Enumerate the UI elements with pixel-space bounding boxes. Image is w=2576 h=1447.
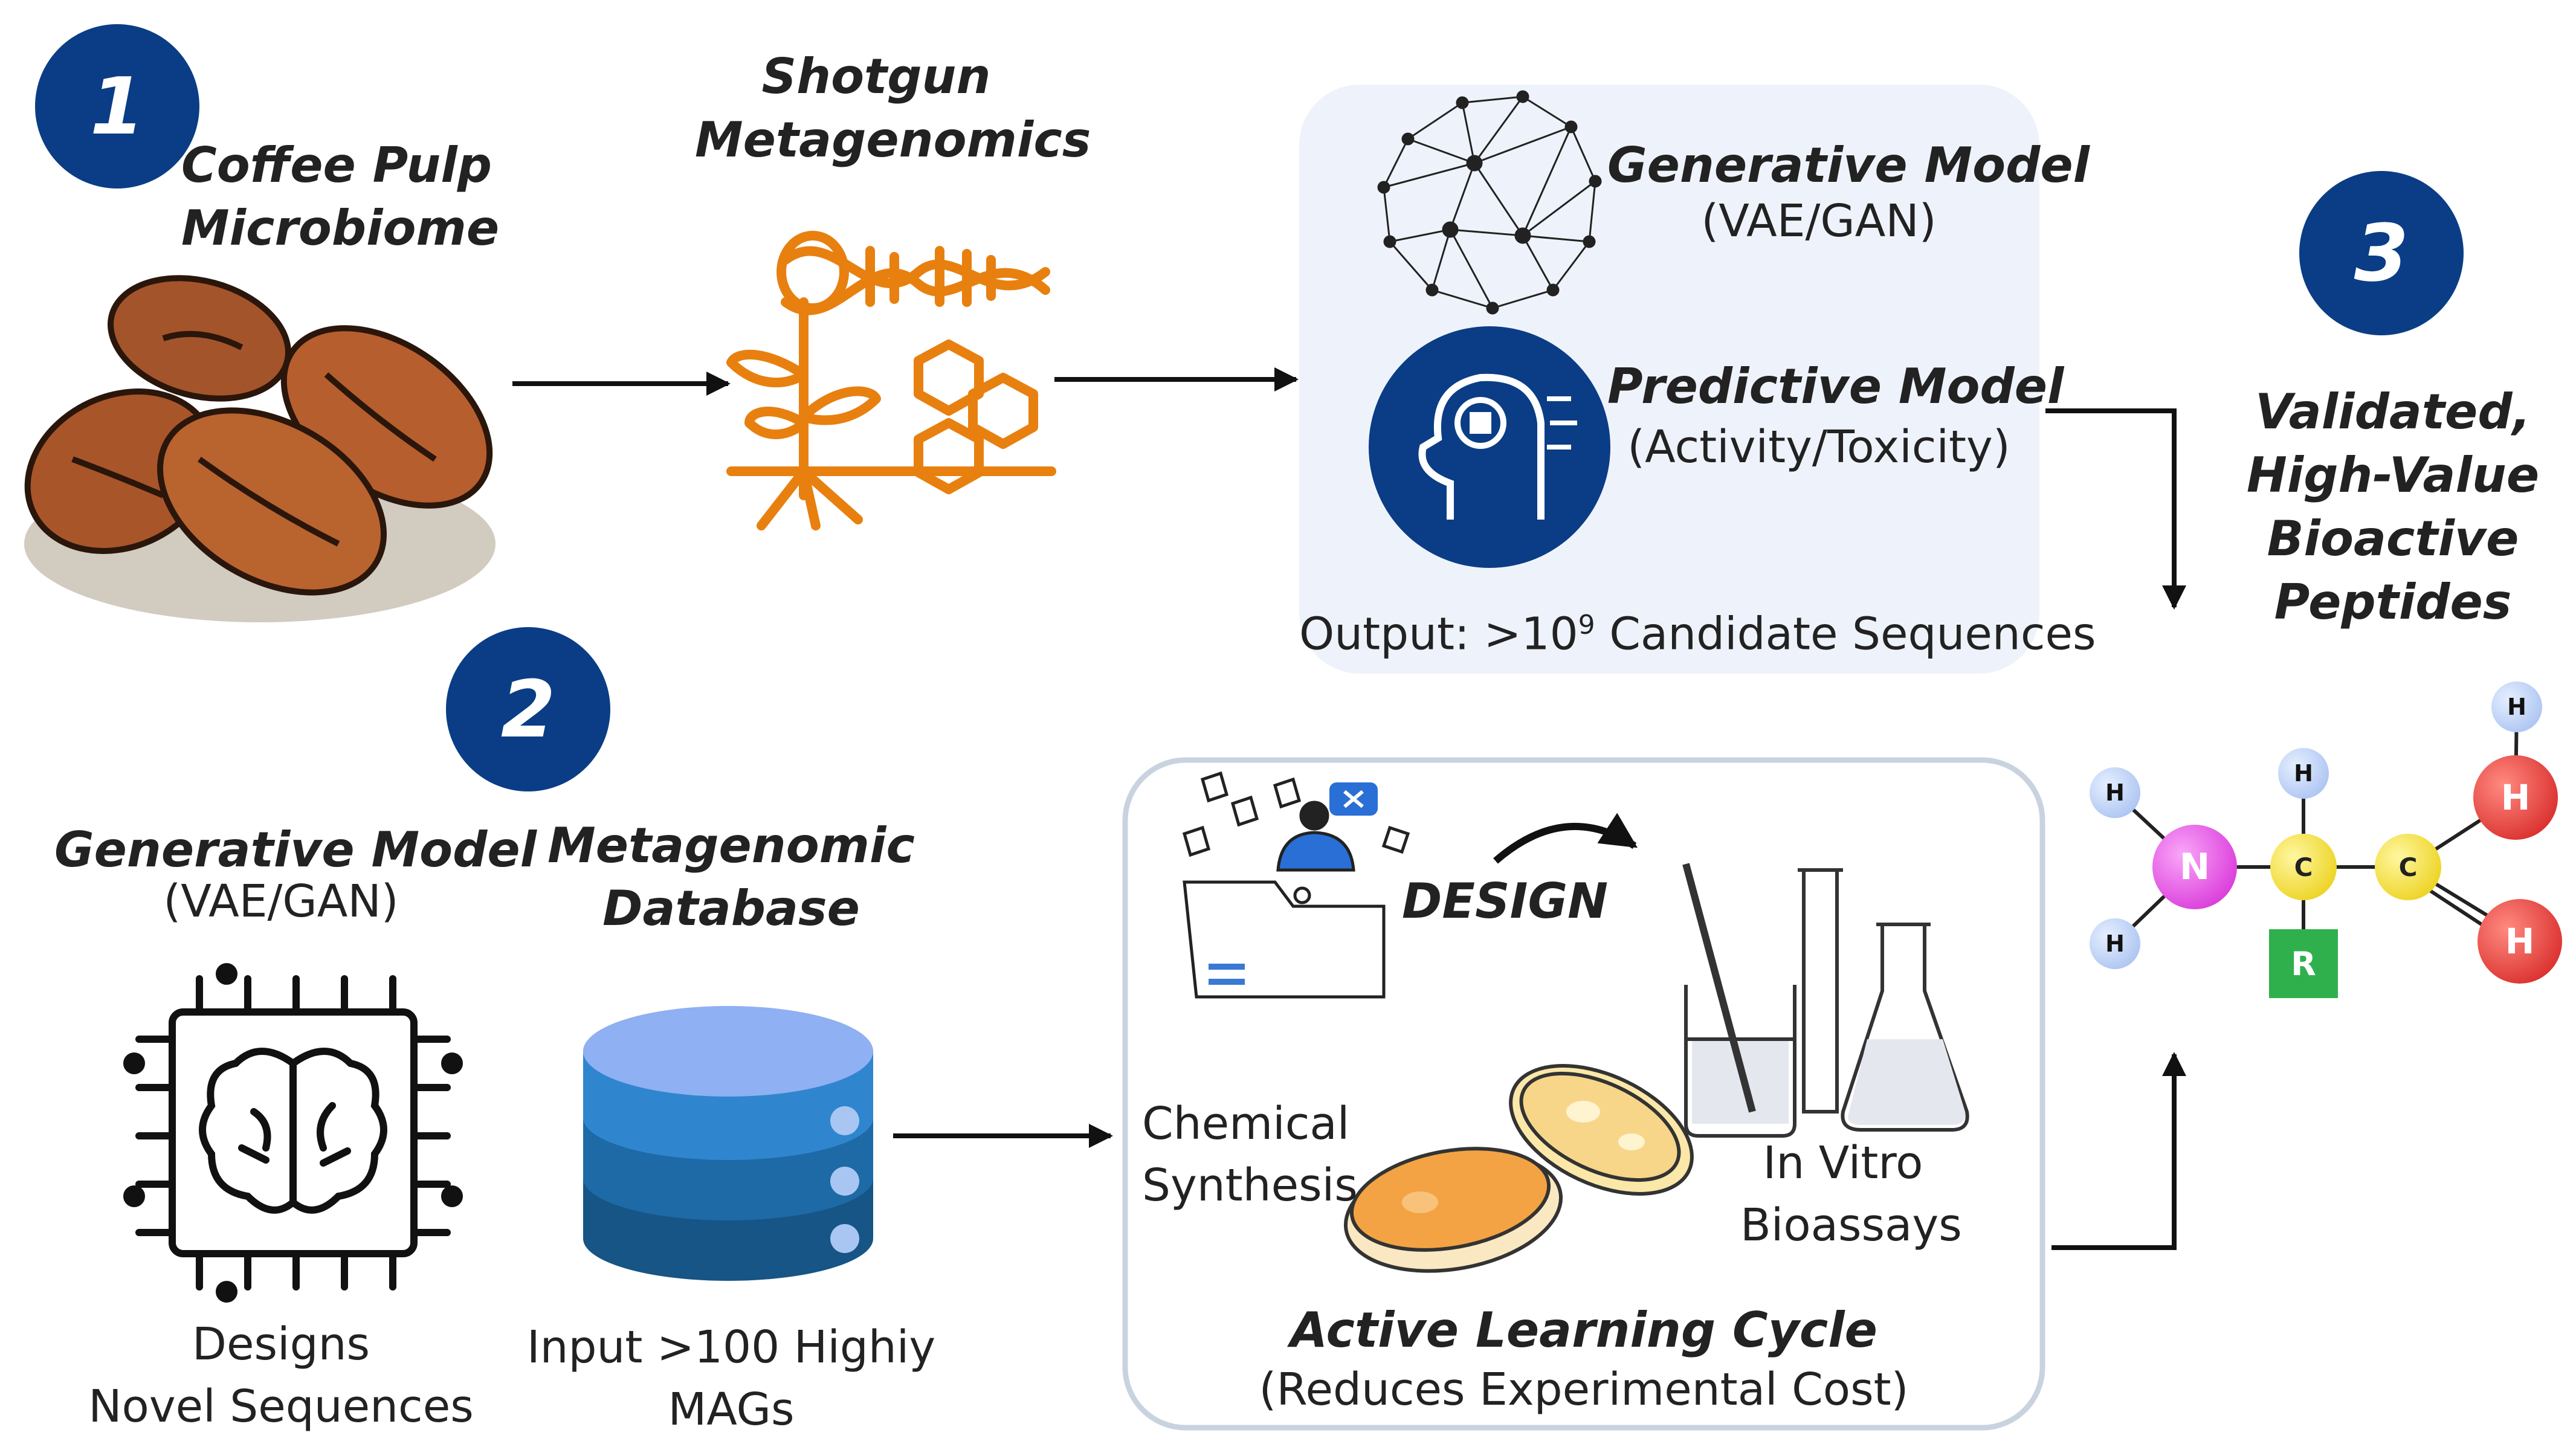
lab-glassware-icon bbox=[1682, 863, 1969, 1138]
design-folder-icon bbox=[1182, 771, 1410, 999]
coffee-title-line1: Coffee Pulp bbox=[181, 137, 492, 193]
database-icon bbox=[583, 1006, 873, 1281]
atom-h-red-top: H bbox=[2473, 755, 2558, 840]
predictive-model-sub: (Activity/Toxicity) bbox=[1627, 421, 2010, 473]
result-line3: Bioactive bbox=[2267, 511, 2519, 567]
left-generative-caption-line1: Designs bbox=[192, 1318, 370, 1370]
step-3-badge: 3 bbox=[2299, 171, 2464, 335]
output-prefix: Output: >10 bbox=[1299, 608, 1578, 660]
ai-chip-brain-icon bbox=[123, 963, 463, 1303]
left-generative-caption-line2: Novel Sequences bbox=[88, 1381, 474, 1432]
coffee-title-line2: Microbiome bbox=[181, 200, 500, 256]
output-suffix: Candidate Sequences bbox=[1595, 608, 2096, 660]
predictive-model-title: Predictive Model bbox=[1607, 358, 2064, 414]
atom-h-top-left: H bbox=[2090, 767, 2140, 818]
assay-line1: In Vitro bbox=[1763, 1137, 1923, 1189]
shotgun-title-line2: Metagenomics bbox=[695, 112, 1091, 168]
atom-r-group: R bbox=[2269, 929, 2338, 998]
atom-h-red-bottom: H bbox=[2478, 899, 2562, 984]
generative-model-sub: (VAE/GAN) bbox=[1701, 195, 1937, 247]
atom-h-alpha: H bbox=[2278, 748, 2329, 799]
database-caption-line1: Input >100 Highiy bbox=[526, 1321, 936, 1373]
design-label: DESIGN bbox=[1402, 873, 1609, 929]
atom-h-bottom-left: H bbox=[2090, 918, 2140, 969]
assay-line2: Bioassays bbox=[1740, 1199, 1962, 1251]
left-generative-sub: (VAE/GAN) bbox=[163, 875, 399, 927]
coffee-beans-icon bbox=[24, 275, 496, 622]
result-line4: Peptides bbox=[2274, 574, 2512, 630]
synthesis-line1: Chemical bbox=[1142, 1098, 1350, 1150]
active-learning-sub: (Reduces Experimental Cost) bbox=[1259, 1364, 1909, 1416]
database-caption-line2: MAGs bbox=[668, 1384, 795, 1436]
neural-network-icon bbox=[1377, 90, 1602, 315]
result-line1: Validated, bbox=[2255, 384, 2531, 440]
result-line2: High-Value bbox=[2246, 447, 2540, 503]
step-1-badge: 1 bbox=[35, 24, 199, 189]
output-caption: Output: >109 Candidate Sequences bbox=[1299, 595, 2096, 665]
left-generative-title: Generative Model bbox=[54, 822, 537, 878]
atom-nitrogen: N bbox=[2152, 825, 2237, 909]
synthesis-line2: Synthesis bbox=[1142, 1159, 1358, 1211]
metagenomics-icon bbox=[726, 231, 1056, 530]
active-learning-title: Active Learning Cycle bbox=[1290, 1302, 1877, 1358]
arrow-models-to-peptides bbox=[2045, 408, 2186, 610]
generative-model-title: Generative Model bbox=[1607, 137, 2090, 193]
output-exponent: 9 bbox=[1578, 610, 1595, 640]
ai-head-icon bbox=[1369, 326, 1610, 568]
petri-dishes-icon bbox=[1343, 1064, 1694, 1273]
atom-carbon-alpha: C bbox=[2270, 834, 2337, 900]
design-arrow bbox=[1493, 813, 1638, 864]
atom-carbon-carboxyl: C bbox=[2375, 834, 2441, 900]
database-title-line1: Metagenomic bbox=[547, 817, 915, 874]
database-title-line2: Database bbox=[602, 880, 860, 936]
step-2-badge: 2 bbox=[446, 627, 610, 791]
atom-h-top-right: H bbox=[2491, 682, 2542, 732]
shotgun-title-line1: Shotgun bbox=[761, 48, 991, 105]
arrow-cycle-to-peptides bbox=[2051, 1052, 2186, 1250]
